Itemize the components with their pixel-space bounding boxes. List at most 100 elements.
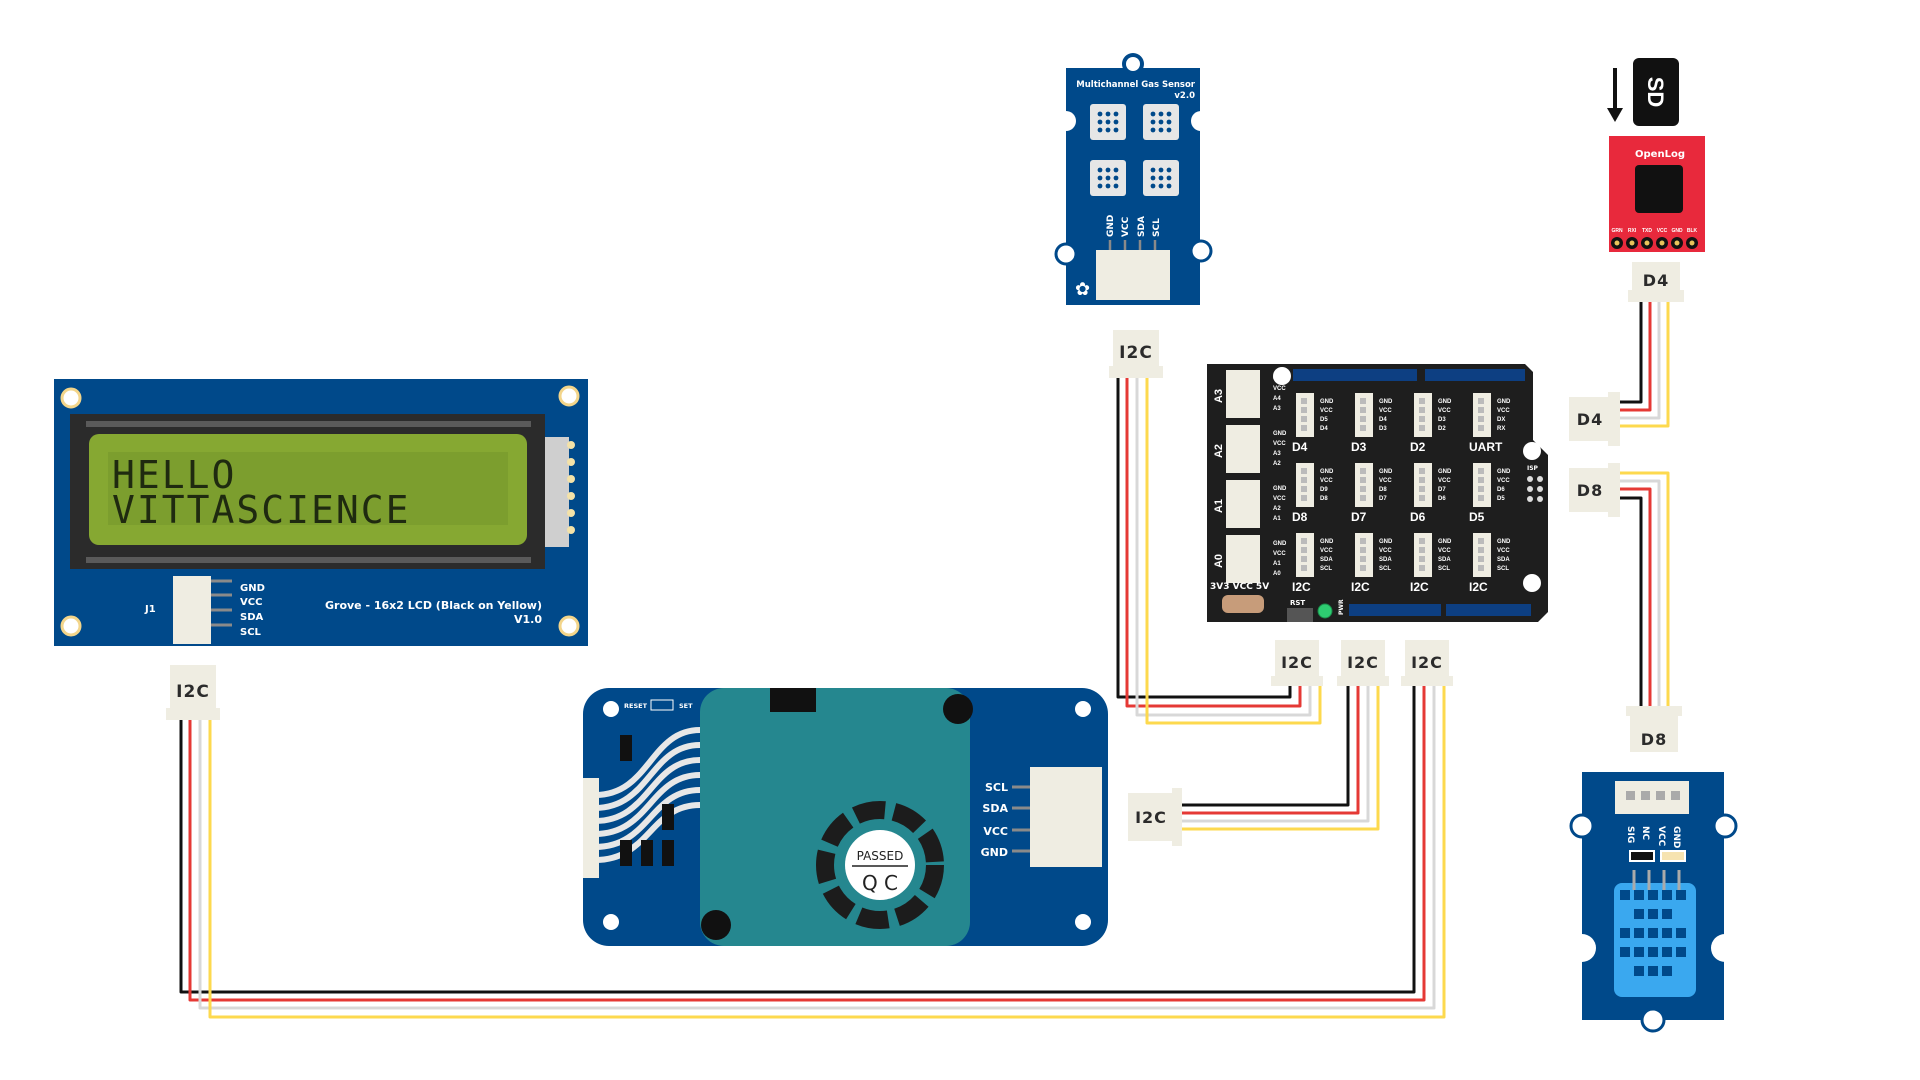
pwr-led <box>1317 603 1333 619</box>
lcd-module[interactable]: HELLO VITTASCIENCE J1 GND VCC SDA SCL Gr… <box>54 379 588 646</box>
digital-pin-label: VCC <box>1438 408 1451 414</box>
voltage-switch-label: 3V3 VCC 5V <box>1210 582 1269 592</box>
reset-button[interactable] <box>1287 608 1313 622</box>
connector-lip <box>1401 676 1453 686</box>
qc-bottom-label: Q C <box>862 871 898 895</box>
digital-port-label: D7 <box>1351 510 1367 524</box>
gas-i2c-connector[interactable]: I2C <box>1109 330 1163 378</box>
particle-pin-sda: SDA <box>982 802 1008 815</box>
lcd-pin-scl: SCL <box>240 627 262 638</box>
shield-d4-connector[interactable]: D4 <box>1569 392 1620 446</box>
shield-d8-label: D8 <box>1577 481 1603 500</box>
digital-pin-label: D8 <box>1379 487 1387 493</box>
dht-grid-cell <box>1676 928 1686 938</box>
particle-pin-vcc: VCC <box>983 825 1008 838</box>
isp-label: ISP <box>1527 465 1539 472</box>
dht-connector-label: D8 <box>1641 730 1667 749</box>
digital-pin-label: VCC <box>1438 548 1451 554</box>
digital-pin-label: GND <box>1379 399 1393 405</box>
gas-pin-vcc: VCC <box>1121 216 1131 237</box>
analog-port-label: A2 <box>1213 444 1225 458</box>
connector-body <box>1630 712 1678 752</box>
connector-body <box>170 665 216 715</box>
digital-pin-label: GND <box>1320 539 1334 545</box>
digital-pin-label: D6 <box>1438 496 1446 502</box>
shield-i2c-connector-1[interactable]: I2C <box>1271 640 1323 686</box>
connector-body <box>1405 640 1449 680</box>
analog-pin-label: A1 <box>1273 561 1281 567</box>
lcd-grove-port[interactable] <box>173 576 211 644</box>
lcd-bezel-strip <box>86 557 531 563</box>
digital-port-label: D8 <box>1292 510 1308 524</box>
mounting-hole <box>1273 367 1291 385</box>
shield-header-bottom-1 <box>1349 604 1441 616</box>
arrow-down-icon <box>1607 68 1623 122</box>
particle-sensor-module[interactable]: RESET SET PASSED Q C SCL SDA VCC GND <box>583 688 1108 946</box>
base-shield[interactable]: A3GNDVCCA4A3A2GNDVCCA3A2A1GNDVCCA2A1A0GN… <box>1207 364 1548 622</box>
particle-i2c-connector[interactable]: I2C <box>1128 788 1182 846</box>
dht-grid-cell <box>1662 928 1672 938</box>
digital-pin-label: VCC <box>1438 478 1451 484</box>
connector-body <box>1341 640 1385 680</box>
digital-pin-label: GND <box>1438 539 1452 545</box>
shield-board <box>1207 364 1548 622</box>
analog-pin-label: A2 <box>1273 461 1281 467</box>
mounting-hole <box>1523 442 1541 460</box>
shield-i2c-connector-2[interactable]: I2C <box>1337 640 1389 686</box>
openlog-d4-connector[interactable]: D4 <box>1628 262 1684 302</box>
digital-pin-label: D3 <box>1438 417 1446 423</box>
analog-pin-label: A4 <box>1273 396 1281 402</box>
digital-port-label: D2 <box>1410 440 1426 454</box>
mounting-hole <box>1189 239 1213 263</box>
dht-sensor-grid <box>1620 890 1686 976</box>
dht-grid-cell <box>1648 909 1658 919</box>
digital-pin-label: SDA <box>1497 557 1510 563</box>
digital-pin-label: D6 <box>1497 487 1505 493</box>
lcd-pin-sda: SDA <box>240 612 264 623</box>
seeed-logo-icon: ✿ <box>1075 279 1090 299</box>
wire-particle-to-shield <box>1182 686 1380 831</box>
voltage-switch[interactable] <box>1222 595 1264 613</box>
dht-port-pins <box>1626 791 1680 800</box>
gas-sensor-module[interactable]: Multichannel Gas Sensor v2.0 GND VCC SDA… <box>1054 53 1213 305</box>
capacitor <box>1660 850 1686 862</box>
dht-legs <box>1632 870 1681 890</box>
shield-d8-connector[interactable]: D8 <box>1569 463 1620 517</box>
digital-pin-label: D8 <box>1320 496 1328 502</box>
shield-i2c-connector-3[interactable]: I2C <box>1401 640 1453 686</box>
gas-pin-labels: GND VCC SDA SCL <box>1106 215 1162 237</box>
dht-sensor-module[interactable]: SIG NC VCC GND <box>1568 772 1739 1033</box>
reset-set-jumper[interactable] <box>650 699 674 711</box>
dht-connector-group[interactable]: D8 <box>1626 706 1682 752</box>
mounting-hole <box>1523 574 1541 592</box>
connector-lip <box>1271 676 1323 686</box>
digital-port-label: I2C <box>1469 580 1488 594</box>
digital-pin-label: GND <box>1438 399 1452 405</box>
digital-pin-label: D4 <box>1379 417 1387 423</box>
openlog-pin-label: GRN <box>1611 228 1623 234</box>
connector-lip <box>1172 788 1182 846</box>
gas-grove-port[interactable] <box>1096 250 1170 300</box>
digital-pin-label: VCC <box>1497 408 1510 414</box>
gas-sensor-chip <box>1090 104 1126 140</box>
lcd-i2c-connector[interactable]: I2C <box>166 665 220 720</box>
particle-grove-port[interactable] <box>1030 767 1102 867</box>
